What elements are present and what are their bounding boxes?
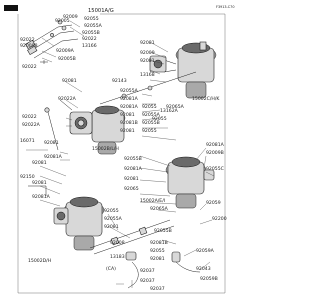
label-92055a: 92055A [120, 88, 139, 94]
label-92081: 92081 [32, 180, 47, 186]
label-92081a: 92081A [44, 154, 63, 160]
label-92081a: 92081A [120, 104, 139, 110]
label-15002dh: 15002D/H [28, 258, 51, 264]
choke-linkage [89, 219, 175, 255]
label-92008: 92008 [110, 240, 125, 246]
label-92022: 92022 [82, 36, 97, 42]
label-92081a: 92081A [32, 194, 51, 200]
label-92022: 92022 [20, 37, 35, 43]
label-92150: 92150 [20, 174, 35, 180]
label-13183: 13183 [110, 254, 125, 260]
label-92081: 92081 [120, 112, 135, 118]
label-92059: 92059 [206, 200, 221, 206]
label-92055: 92055 [142, 104, 157, 110]
label-92009b: 92009B [206, 150, 224, 156]
label-92022: 92022 [22, 64, 37, 70]
label-92081: 92081 [120, 128, 135, 134]
label-92081: 92081 [104, 224, 119, 230]
label-92055: 92055 [84, 16, 99, 22]
label-92055b: 92055B [124, 156, 142, 162]
label-92005: 92005 [55, 18, 70, 24]
label-92055: 92055 [150, 248, 165, 254]
label-92055b: 92055B [142, 120, 160, 126]
label-92081: 92081 [140, 40, 155, 46]
label-92081b: 92081B [120, 120, 138, 126]
label-92059b: 92059B [200, 276, 218, 282]
carburetor-upper-right [149, 41, 217, 99]
label-92065a: 92065A [166, 104, 185, 110]
label-92200: 92200 [212, 216, 227, 222]
label-92055: 92055 [152, 116, 167, 122]
label-ca: (CA) [106, 266, 116, 272]
label-92037: 92037 [140, 278, 155, 284]
label-92005b: 92005B [58, 56, 76, 62]
label-92059a: 92059A [196, 248, 215, 254]
fuel-hose [125, 251, 201, 289]
label-92081a: 92081A [124, 166, 143, 172]
brand-badge-logo [4, 5, 18, 11]
label-92081: 92081 [150, 256, 165, 262]
label-92143: 92143 [112, 78, 127, 84]
label-92081: 92081 [44, 140, 59, 146]
label-920098: 920098 [20, 43, 38, 49]
label-13162a: 13162A [160, 108, 179, 114]
label-92022: 92022 [22, 114, 37, 120]
label-15002blh: 15002B/L/H [92, 146, 119, 152]
label-92037: 92037 [150, 286, 165, 292]
label-16071: 16071 [20, 138, 35, 144]
label-92081a: 92081A [120, 96, 139, 102]
label-92037: 92037 [140, 268, 155, 274]
label-92022a: 92022A [58, 96, 77, 102]
carburetor-exploded-diagram: 15001A/G F3913-C70 [4, 5, 235, 294]
vent-tube [28, 185, 47, 196]
diagram-code: F3913-C70 [216, 5, 235, 9]
label-92081: 92081 [62, 78, 77, 84]
label-92043: 92043 [196, 266, 211, 272]
throttle-shaft [99, 71, 197, 105]
label-13166: 13166 [82, 43, 97, 49]
assembly-frame [17, 13, 226, 294]
carburetor-lower-left [53, 196, 105, 251]
label-15002aei: 15002A/E/I [140, 198, 165, 204]
label-92055a: 92055A [142, 112, 161, 118]
carburetor-middle-right [165, 156, 215, 209]
label-15002chk: 15002C/H/K [192, 96, 220, 102]
label-92081: 92081 [124, 176, 139, 182]
main-part-number: 15001A/G [88, 8, 114, 14]
label-92055b: 92055B [82, 30, 100, 36]
pilot-screw-16071 [44, 107, 59, 151]
label-92055c: 92055C [206, 166, 224, 172]
label-92065: 92065 [124, 186, 139, 192]
label-92022a: 92022A [22, 122, 41, 128]
label-92055a: 92055A [104, 216, 123, 222]
label-92081b: 92081B [150, 240, 168, 246]
label-92009: 92009 [63, 14, 78, 20]
label-92055: 92055 [142, 128, 157, 134]
label-92081: 92081 [140, 58, 155, 64]
label-92009: 92009 [140, 50, 155, 56]
label-92081a: 92081A [206, 142, 225, 148]
label-92055a: 92055A [84, 23, 103, 29]
leader-lines [26, 20, 215, 288]
label-92081: 92081 [32, 160, 47, 166]
fuel-rail-assembly [25, 19, 79, 64]
label-13168: 13168 [140, 72, 155, 78]
part-number-labels: 92009 92055 92055A 92005 92022 920098 92… [20, 14, 227, 292]
label-92055b: 92055B [154, 228, 172, 234]
label-92065a: 92065A [150, 206, 169, 212]
carburetor-middle-left [59, 99, 126, 155]
label-92055: 92055 [104, 208, 119, 214]
label-92009a: 92009A [56, 48, 75, 54]
